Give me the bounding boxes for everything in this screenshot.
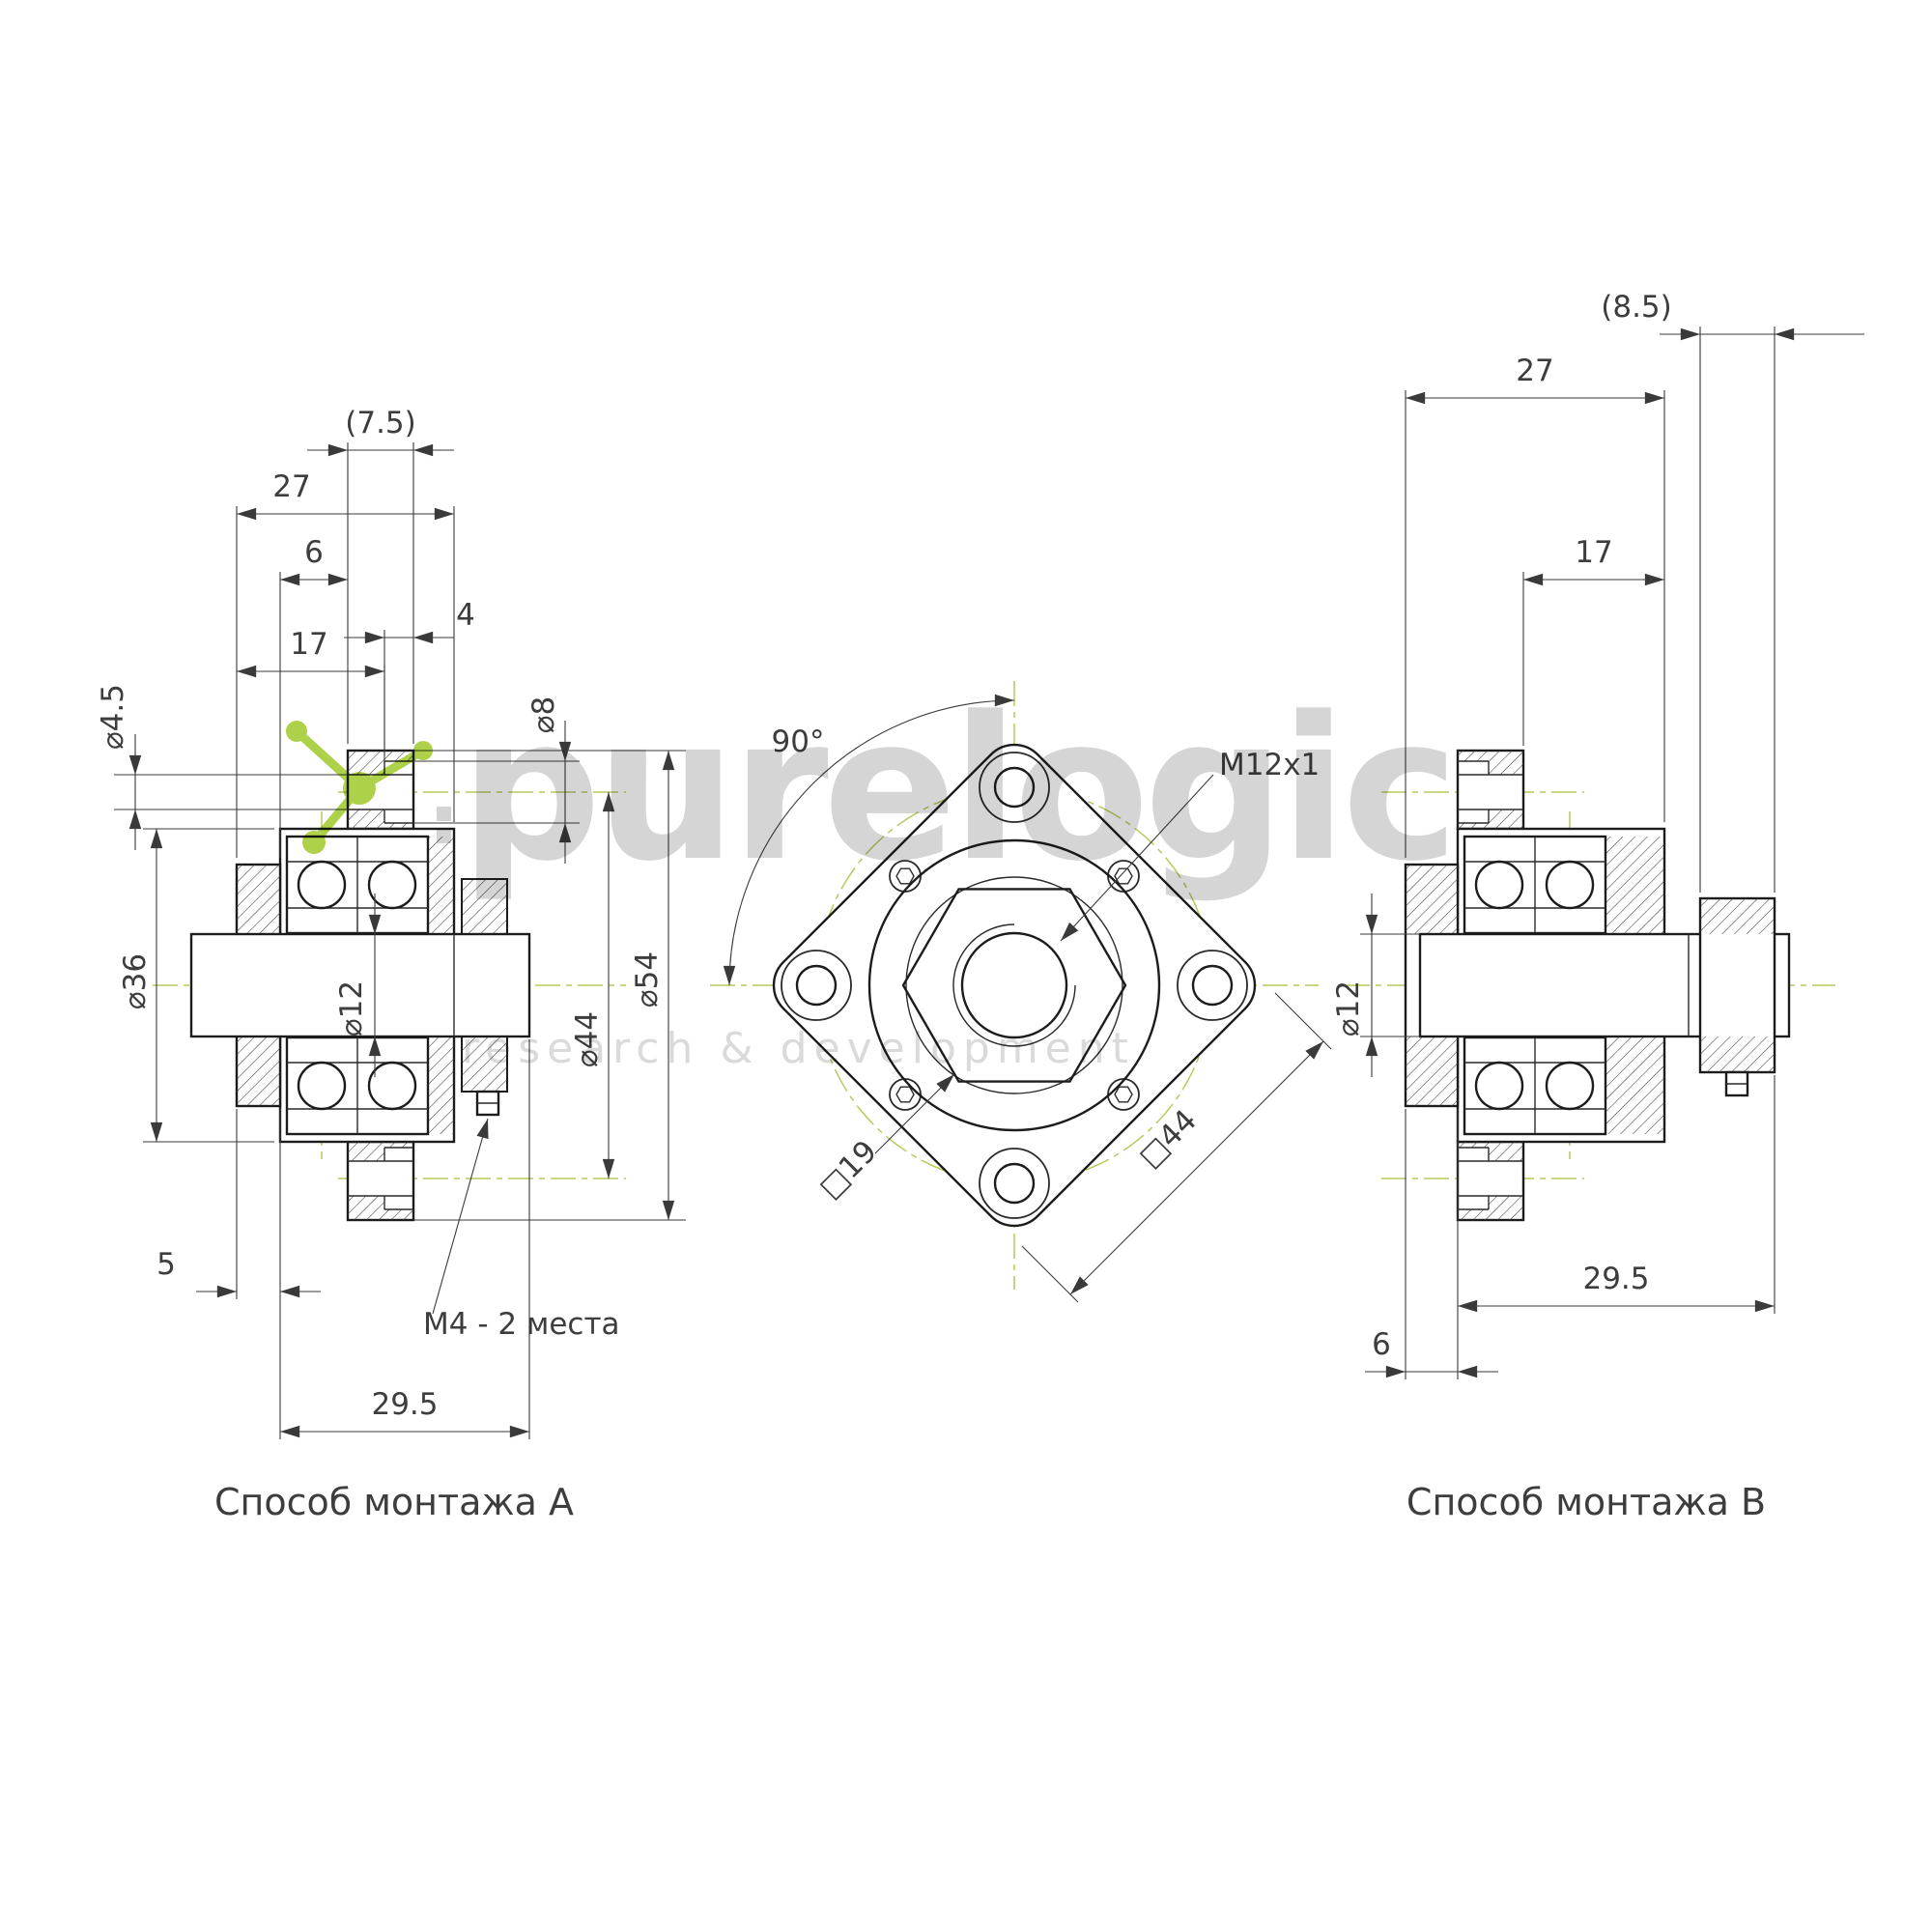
dim-295-b: 29.5 — [1457, 1075, 1776, 1379]
locknut-a — [461, 878, 508, 935]
dim-6-b: 6 — [1365, 1109, 1498, 1379]
bearing-ball — [297, 1061, 347, 1111]
watermark-tagline: research & development — [462, 1024, 1135, 1073]
dim-label: 6 — [304, 535, 324, 570]
dim-label: 29.5 — [1582, 1262, 1649, 1296]
dim-54-a: ⌀54 — [413, 750, 686, 1221]
dim-label: M4 - 2 места — [423, 1307, 620, 1342]
dim-label: 17 — [1575, 535, 1612, 570]
dim-cbore-dia-a: ⌀8 — [413, 696, 580, 864]
dim-label: ⌀8 — [526, 696, 561, 733]
bearings-b — [1463, 835, 1607, 1136]
dim-12-a: ⌀12 — [334, 894, 382, 1077]
dim-label: □19 — [812, 1134, 884, 1206]
dim-nut-width-b: (8.5) — [1601, 290, 1864, 893]
caption-mounting-a: Способ монтажа A — [214, 1481, 574, 1523]
dim-17-a: 17 — [236, 627, 385, 761]
dim-label: 17 — [290, 627, 327, 662]
bearing-ball — [297, 860, 347, 910]
view-section-a: (7.5) 27 6 4 17 — [96, 406, 686, 1523]
dim-17-b: 17 — [1522, 535, 1664, 746]
watermark-brand: purelogic — [460, 675, 1453, 905]
dim-label: ⌀12 — [334, 980, 369, 1036]
dim-label: (8.5) — [1601, 290, 1672, 325]
shaft-bore — [960, 931, 1068, 1039]
shaft-a — [189, 932, 531, 1038]
dim-5-a: 5 — [156, 1109, 321, 1439]
note-m4-a: M4 - 2 места — [423, 1118, 620, 1342]
dim-27-a: 27 — [236, 469, 455, 858]
hatch-b — [1406, 751, 1664, 1220]
dim-label: 27 — [272, 469, 310, 504]
dim-label: ⌀54 — [630, 951, 665, 1008]
dim-label: 27 — [1516, 354, 1553, 388]
dim-4-a: 4 — [344, 598, 475, 755]
caption-mounting-b: Способ монтажа B — [1406, 1481, 1766, 1523]
bearing-ball — [1474, 860, 1524, 910]
dim-label: 29.5 — [371, 1387, 438, 1422]
bearing-ball — [1474, 1061, 1524, 1111]
bearing-ball — [367, 860, 417, 910]
hatch-a — [237, 751, 454, 1220]
brand-logo-icon — [286, 721, 451, 854]
dim-label: □44 — [1132, 1103, 1204, 1175]
dim-36-a: ⌀36 — [118, 828, 274, 1143]
dim-label: ⌀36 — [118, 953, 153, 1009]
view-section-b: (8.5) 27 17 ⌀12 29.5 — [1331, 290, 1864, 1523]
dim-27-b: 27 — [1405, 354, 1665, 858]
dim-12-b: ⌀12 — [1331, 894, 1420, 1077]
bearing-ball — [367, 1061, 417, 1111]
bearings-a — [285, 835, 430, 1136]
dim-angle-90: 90° — [723, 694, 1015, 986]
dim-label: ⌀4.5 — [96, 684, 130, 750]
dim-label: M12x1 — [1219, 748, 1320, 782]
dim-label: 5 — [156, 1247, 176, 1282]
dim-6-a: 6 — [279, 535, 348, 858]
flange-holes-b — [1458, 760, 1523, 1210]
dim-label: (7.5) — [345, 406, 416, 440]
dim-label: 4 — [456, 598, 475, 633]
dim-label: ⌀12 — [1331, 980, 1366, 1036]
dim-44-a: ⌀44 — [570, 792, 615, 1178]
bearing-ball — [1545, 1061, 1595, 1111]
note-thread-m12: M12x1 — [1060, 748, 1320, 942]
bearing-ball — [1545, 860, 1595, 910]
dim-label: 90° — [772, 724, 825, 759]
dim-label: ⌀44 — [570, 1011, 605, 1067]
dim-hole-dia-a: ⌀4.5 — [96, 684, 348, 850]
center-boss-circle — [867, 838, 1161, 1132]
dim-label: 6 — [1372, 1327, 1391, 1362]
dim-295-a: 29.5 — [280, 1039, 530, 1439]
watermark: purelogic research & development — [286, 675, 1459, 1073]
dim-flange-thickness-a: (7.5) — [307, 406, 454, 744]
locknut-hex — [901, 888, 1127, 1083]
